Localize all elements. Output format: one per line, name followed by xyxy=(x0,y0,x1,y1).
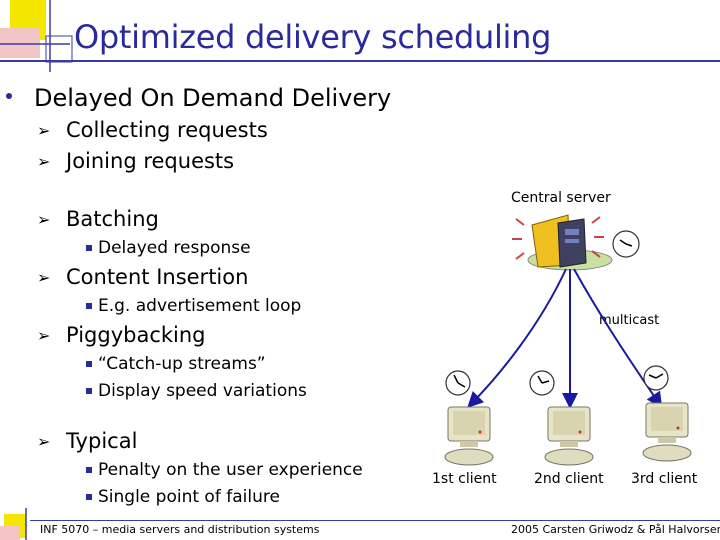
clock-icon xyxy=(612,230,640,258)
item-content-insertion: ➢Content Insertion xyxy=(37,265,249,289)
computer-icon xyxy=(642,402,692,462)
item-piggybacking: ➢Piggybacking xyxy=(37,323,206,347)
footer-authors: 2005 Carsten Griwodz & Pål Halvorsen xyxy=(511,523,720,536)
multicast-arrow-1 xyxy=(467,268,567,408)
square-bullet-icon xyxy=(86,245,92,251)
arrow-bullet-icon: ➢ xyxy=(37,210,51,229)
multicast-arrow-3 xyxy=(573,268,663,409)
server-icon xyxy=(512,214,613,271)
item-typical: ➢Typical xyxy=(37,429,138,453)
item-penalty: Penalty on the user experience xyxy=(86,460,363,480)
slide-title: Optimized delivery scheduling xyxy=(74,18,552,56)
footer-decoration xyxy=(0,508,27,540)
arrow-bullet-icon: ➢ xyxy=(37,152,51,171)
delivery-diagram xyxy=(444,214,692,466)
arrow-bullet-icon: ➢ xyxy=(37,432,51,451)
client2-label: 2nd client xyxy=(534,471,604,487)
clock-icon xyxy=(643,365,669,391)
arrow-bullet-icon: ➢ xyxy=(37,268,51,287)
footer-divider xyxy=(30,520,720,521)
item-ad-loop: E.g. advertisement loop xyxy=(86,296,301,316)
square-bullet-icon xyxy=(86,494,92,500)
server-label: Central server xyxy=(511,190,611,206)
computer-icon xyxy=(544,406,594,466)
item-delayed-response: Delayed response xyxy=(86,238,251,258)
clock-icon xyxy=(445,370,471,396)
client3-label: 3rd client xyxy=(631,471,698,487)
title-divider xyxy=(0,60,720,62)
bullet-dot-icon xyxy=(6,93,12,99)
item-joining: ➢Joining requests xyxy=(37,149,235,173)
clock-icon xyxy=(529,370,555,396)
corner-decoration xyxy=(0,0,73,72)
multicast-label: multicast xyxy=(599,313,660,328)
item-batching: ➢Batching xyxy=(37,207,159,231)
square-bullet-icon xyxy=(86,467,92,473)
square-bullet-icon xyxy=(86,303,92,309)
footer-course: INF 5070 – media servers and distributio… xyxy=(40,523,320,536)
item-display-speed: Display speed variations xyxy=(86,381,307,401)
client1-label: 1st client xyxy=(432,471,497,487)
square-bullet-icon xyxy=(86,388,92,394)
arrow-bullet-icon: ➢ xyxy=(37,326,51,345)
arrow-bullet-icon: ➢ xyxy=(37,121,51,140)
square-bullet-icon xyxy=(86,361,92,367)
main-bullet: Delayed On Demand Delivery xyxy=(6,84,391,112)
item-single-point: Single point of failure xyxy=(86,487,280,507)
computer-icon xyxy=(444,406,494,466)
item-collecting: ➢Collecting requests xyxy=(37,118,268,142)
item-catchup: “Catch-up streams” xyxy=(86,354,266,374)
